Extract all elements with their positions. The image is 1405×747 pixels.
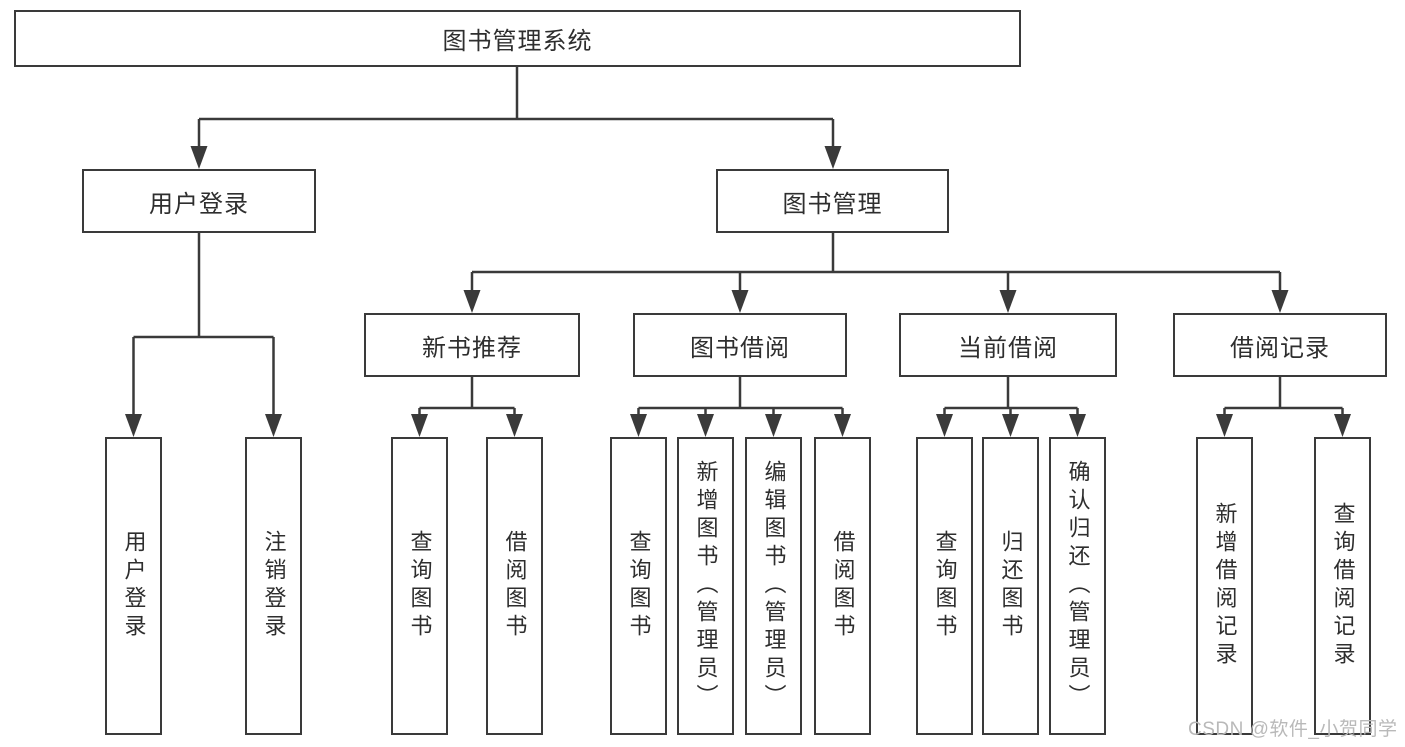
leaf-label: 查询图书 xyxy=(932,530,958,642)
leaf-query-books: 查询图书 xyxy=(610,437,667,735)
node-label: 图书管理系统 xyxy=(442,28,593,55)
node-label: 当前借阅 xyxy=(958,334,1058,362)
leaf-label: 注销登录 xyxy=(261,530,287,642)
leaf-user-login: 用户登录 xyxy=(105,437,162,735)
node-user-login: 用户登录 xyxy=(82,169,316,233)
node-label: 图书借阅 xyxy=(690,334,790,362)
leaf-query-books: 查询图书 xyxy=(391,437,448,735)
leaf-label: 用户登录 xyxy=(121,530,147,642)
leaf-label: 借阅图书 xyxy=(502,530,528,642)
leaf-borrow-book: 借阅图书 xyxy=(814,437,871,735)
node-label: 用户登录 xyxy=(149,190,249,218)
node-label: 借阅记录 xyxy=(1230,334,1330,362)
leaf-borrow-book: 借阅图书 xyxy=(486,437,543,735)
leaf-label: 编辑图书（管理员） xyxy=(761,460,787,712)
leaf-label: 查询图书 xyxy=(626,530,652,642)
leaf-label: 查询借阅记录 xyxy=(1330,502,1356,670)
leaf-label: 查询图书 xyxy=(407,530,433,642)
node-borrow-records: 借阅记录 xyxy=(1173,313,1387,377)
leaf-add-borrow-record: 新增借阅记录 xyxy=(1196,437,1253,735)
node-book-management: 图书管理 xyxy=(716,169,949,233)
node-library-management-system: 图书管理系统 xyxy=(14,10,1021,67)
leaf-confirm-return-admin: 确认归还（管理员） xyxy=(1049,437,1106,735)
leaf-logout: 注销登录 xyxy=(245,437,302,735)
node-label: 图书管理 xyxy=(782,190,883,218)
leaf-query-books: 查询图书 xyxy=(916,437,973,735)
leaf-label: 借阅图书 xyxy=(830,530,856,642)
node-book-borrow: 图书借阅 xyxy=(633,313,847,377)
leaf-query-borrow-record: 查询借阅记录 xyxy=(1314,437,1371,735)
node-new-book-recommend: 新书推荐 xyxy=(364,313,580,377)
leaf-add-book-admin: 新增图书（管理员） xyxy=(677,437,734,735)
watermark: CSDN @软件_小贺同学 xyxy=(1188,719,1398,740)
node-current-borrow: 当前借阅 xyxy=(899,313,1117,377)
node-label: 新书推荐 xyxy=(422,334,522,362)
leaf-label: 归还图书 xyxy=(998,530,1024,642)
leaf-label: 新增图书（管理员） xyxy=(693,460,719,712)
leaf-label: 确认归还（管理员） xyxy=(1065,460,1091,712)
leaf-label: 新增借阅记录 xyxy=(1212,502,1238,670)
leaf-edit-book-admin: 编辑图书（管理员） xyxy=(745,437,802,735)
leaf-return-book: 归还图书 xyxy=(982,437,1039,735)
